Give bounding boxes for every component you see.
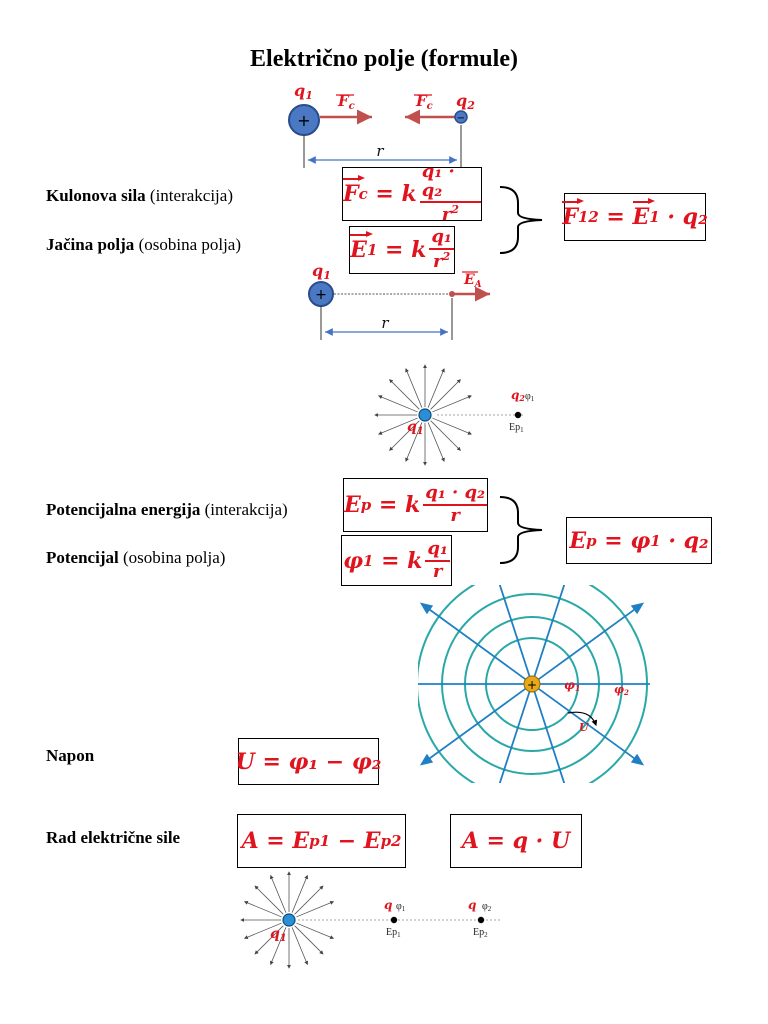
svg-text:φ2: φ2 <box>482 901 492 913</box>
field-line <box>405 422 423 462</box>
equipotential-diagram: + φ1 φ2 U <box>418 585 650 783</box>
curly-brace-1 <box>499 186 543 254</box>
field-line <box>432 395 472 413</box>
field-line <box>427 422 445 462</box>
field-line <box>537 602 645 681</box>
field-line <box>432 417 472 435</box>
field-line <box>537 687 645 766</box>
svg-text:Fc: Fc <box>415 92 433 112</box>
radial-field-diagram-1: q1 q2 φ1 Ep1 <box>374 364 535 466</box>
svg-text:φ1: φ1 <box>396 901 406 913</box>
point-a <box>449 291 455 297</box>
charge-q2-negative <box>454 110 468 124</box>
svg-text:EA: EA <box>463 272 482 290</box>
svg-text:Fc: Fc <box>337 92 355 112</box>
field-line <box>389 420 420 451</box>
row-label-jacina: Jačina polja (osobina polja) <box>46 235 242 254</box>
row-label-kulonova: Kulonova sila (interakcija) <box>46 186 233 205</box>
formula-box-a2: A = q · U <box>450 814 582 868</box>
svg-text:+: + <box>527 678 537 692</box>
row-label-potencijal: Potencijal (osobina polja) <box>46 548 226 567</box>
field-line <box>291 927 308 966</box>
row-label-rad: Rad električne sile <box>46 828 181 847</box>
svg-text:−: − <box>457 113 465 124</box>
page-title: Električno polje (formule) <box>250 46 518 72</box>
field-diagram: q1 + EA r <box>308 261 490 340</box>
curly-brace-2 <box>499 496 543 564</box>
row-label-napon: Napon <box>46 746 95 765</box>
field-line <box>533 585 566 677</box>
svg-text:q1: q1 <box>294 81 313 102</box>
svg-text:q1: q1 <box>312 261 331 282</box>
q1-label: q <box>294 81 305 100</box>
svg-text:q2: q2 <box>511 388 525 403</box>
plus-sign: + <box>297 111 310 130</box>
svg-text:φ1: φ1 <box>564 678 580 693</box>
field-line <box>270 874 287 913</box>
svg-text:U: U <box>579 721 590 734</box>
distance-label: r <box>376 142 384 160</box>
field-line <box>419 687 527 766</box>
field-line <box>254 925 284 955</box>
svg-text:q1: q1 <box>407 419 424 437</box>
svg-text:Ep2: Ep2 <box>473 927 488 939</box>
field-line <box>254 885 284 915</box>
svg-text:Ep1: Ep1 <box>509 422 524 434</box>
formula-box-u: U = φ₁ − φ₂ <box>236 738 381 785</box>
field-line <box>243 922 282 939</box>
svg-text:Ep1: Ep1 <box>386 927 401 939</box>
svg-text:r: r <box>381 314 389 332</box>
field-line <box>296 922 335 939</box>
field-line <box>378 395 418 413</box>
row-label-potencijalna: Potencijalna energija (interakcija) <box>46 500 288 519</box>
field-line <box>533 691 566 783</box>
q2-label: q <box>456 91 467 110</box>
field-line <box>389 379 420 410</box>
field-line <box>294 925 324 955</box>
field-line <box>296 901 335 918</box>
field-line <box>427 368 445 408</box>
svg-text:q: q <box>384 898 392 912</box>
svg-text:φ1: φ1 <box>525 391 535 403</box>
svg-text:φ2: φ2 <box>614 683 629 697</box>
field-line <box>419 602 527 681</box>
field-line <box>405 368 423 408</box>
field-line <box>498 585 531 677</box>
field-line <box>270 927 287 966</box>
svg-text:q: q <box>468 898 476 912</box>
field-line <box>243 901 282 918</box>
field-line <box>498 691 531 783</box>
svg-text:q2: q2 <box>456 91 475 112</box>
field-line <box>291 874 308 913</box>
radial-field-diagram-2: q1 q φ1 Ep1 q φ2 Ep2 <box>240 871 502 969</box>
field-line <box>378 417 418 435</box>
field-line <box>430 379 461 410</box>
svg-text:+: + <box>315 287 327 303</box>
field-line <box>430 420 461 451</box>
coulomb-diagram: + q1 Fc Fc − q2 r <box>288 81 475 168</box>
field-line <box>294 885 324 915</box>
svg-text:q1: q1 <box>270 926 287 944</box>
